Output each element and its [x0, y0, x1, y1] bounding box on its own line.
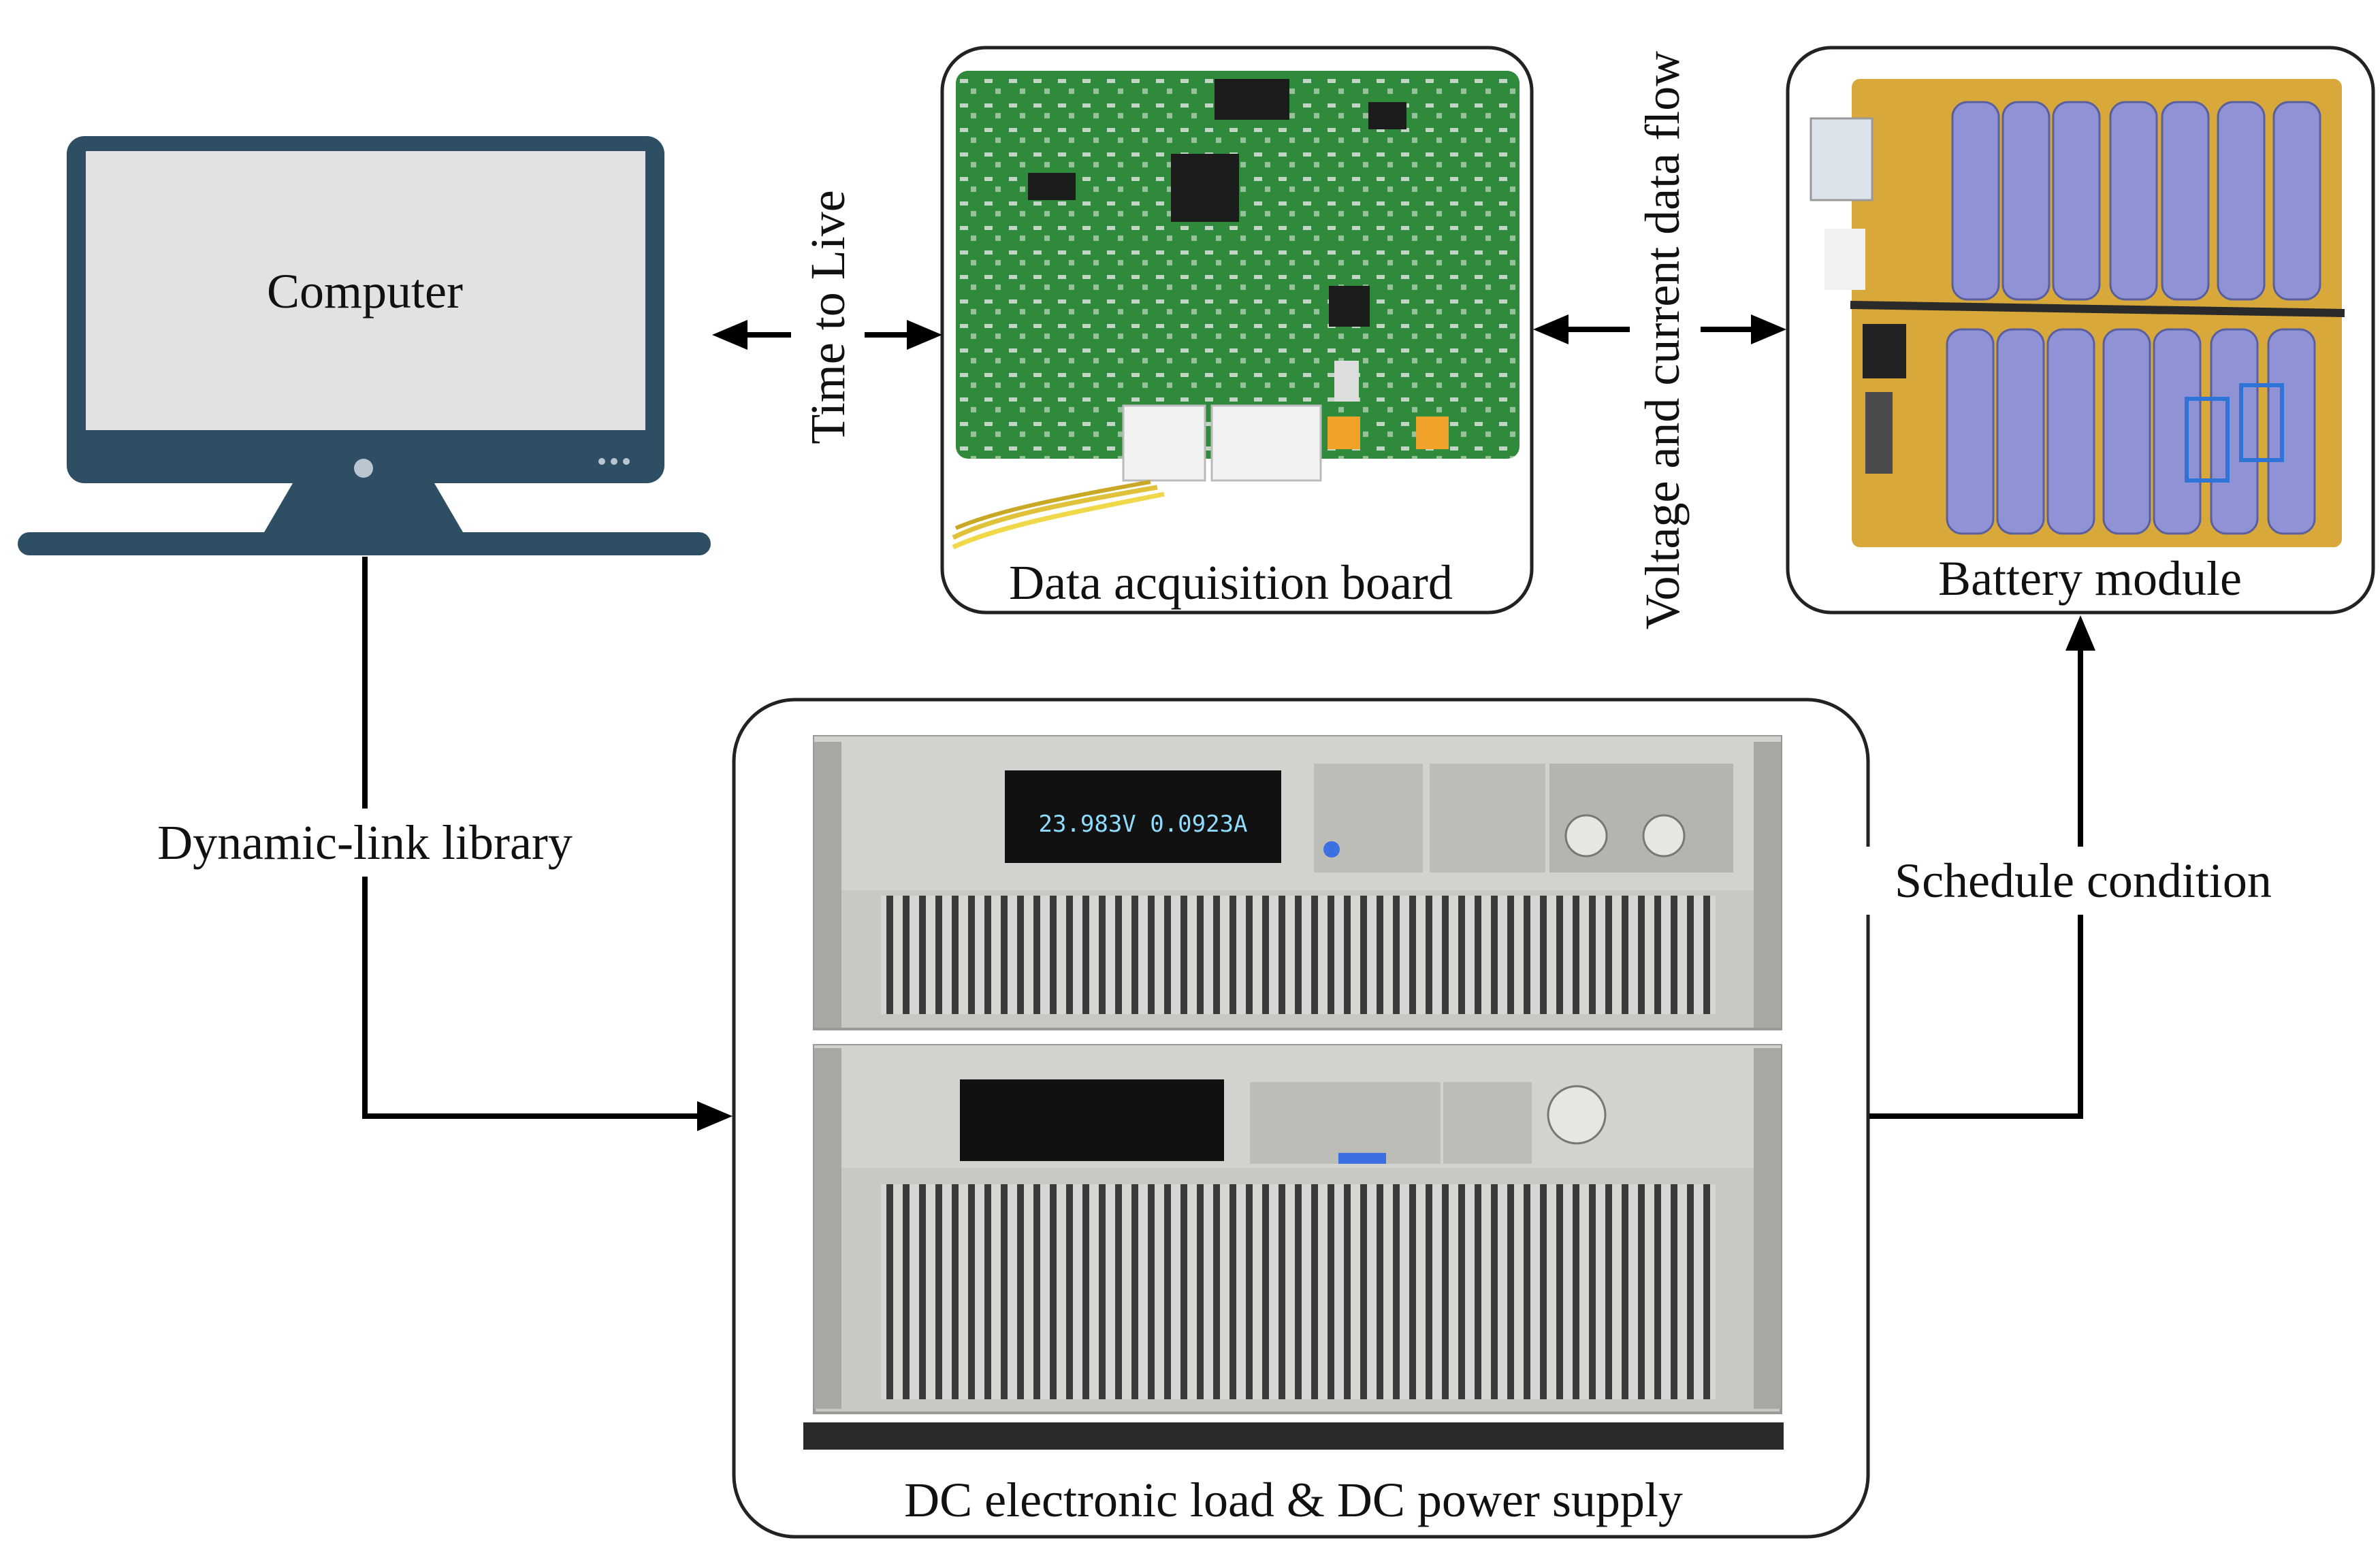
- vc-flow-connector: Voltage and current data flow: [1533, 51, 1786, 630]
- schedule-label-bg: [1865, 847, 2301, 915]
- battery-cells-top: [1951, 101, 2321, 301]
- battery-label: Battery module: [1938, 551, 2242, 606]
- pcb-photo: [952, 71, 1519, 550]
- computer-label: Computer: [267, 264, 463, 319]
- dll-label-bg: [116, 809, 613, 877]
- indicator-dot: [623, 458, 630, 465]
- dll-label: Dynamic-link library: [157, 815, 573, 870]
- power-supply-readout: 23.983V 0.0923A: [1038, 811, 1247, 838]
- monitor-screen: [86, 151, 645, 430]
- ttl-label: Time to Live: [801, 190, 855, 444]
- dc-equipment-photo: 23.983V 0.0923A: [803, 735, 1784, 1450]
- battery-photo: [1810, 79, 2345, 547]
- power-supply-display: [1005, 770, 1281, 863]
- indicator-dot: [598, 458, 605, 465]
- ttl-connector: Time to Live: [712, 190, 942, 444]
- power-button-icon: [354, 459, 373, 478]
- data-acquisition-board-node: Data acquisition board: [940, 46, 1534, 615]
- vc-flow-label: Voltage and current data flow: [1635, 51, 1690, 630]
- dll-connector: Dynamic-link library: [116, 557, 733, 1131]
- monitor-base: [18, 532, 711, 555]
- battery-module-node: Battery module: [1786, 46, 2375, 615]
- schedule-label: Schedule condition: [1895, 853, 2272, 908]
- computer-monitor-icon: Computer: [18, 136, 711, 555]
- monitor-stand: [264, 483, 463, 532]
- electronic-load-display: [960, 1079, 1224, 1161]
- battery-cells-bottom: [1946, 328, 2316, 535]
- data-board-label: Data acquisition board: [1009, 555, 1453, 610]
- schedule-connector: Schedule condition: [1865, 615, 2301, 1119]
- dc-equipment-node: 23.983V 0.0923A DC electronic load & DC …: [732, 698, 1870, 1539]
- dc-equipment-label: DC electronic load & DC power supply: [904, 1473, 1683, 1527]
- indicator-dot: [611, 458, 617, 465]
